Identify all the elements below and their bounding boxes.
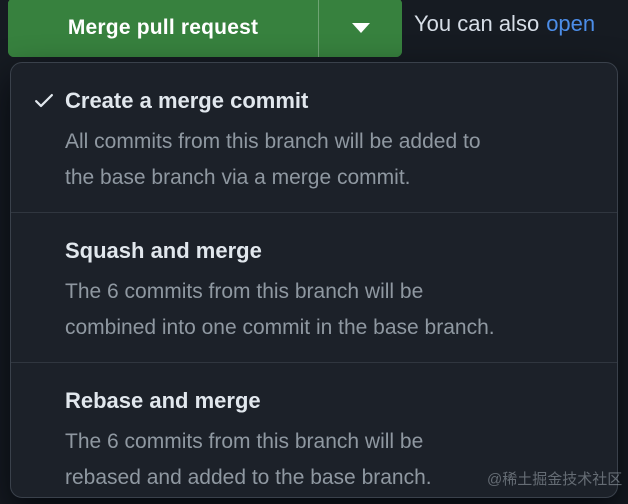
- option-title: Rebase and merge: [65, 388, 261, 413]
- menu-option-squash-and-merge[interactable]: Squash and merge The 6 commits from this…: [11, 212, 617, 362]
- option-description-line: rebased and added to the base branch.: [65, 466, 432, 489]
- merge-button-group: Merge pull request: [8, 0, 402, 57]
- merge-options-menu: Create a merge commit All commits from t…: [10, 62, 618, 498]
- merge-pull-request-button[interactable]: Merge pull request: [8, 0, 318, 57]
- check-icon: [32, 88, 56, 112]
- chevron-down-icon: [351, 22, 370, 33]
- option-title: Squash and merge: [65, 238, 262, 263]
- option-description-line: combined into one commit in the base bra…: [65, 316, 495, 339]
- option-description-line: The 6 commits from this branch will be: [65, 430, 424, 453]
- also-text-label: You can also: [414, 11, 540, 36]
- option-description-line: All commits from this branch will be add…: [65, 130, 481, 153]
- menu-option-create-merge-commit[interactable]: Create a merge commit All commits from t…: [11, 63, 617, 212]
- option-description-line: The 6 commits from this branch will be: [65, 280, 424, 303]
- merge-options-dropdown-button[interactable]: [318, 0, 402, 57]
- option-description: All commits from this branch will be add…: [65, 124, 591, 196]
- open-link[interactable]: open: [546, 11, 596, 36]
- menu-option-rebase-and-merge[interactable]: Rebase and merge The 6 commits from this…: [11, 362, 617, 497]
- option-description: The 6 commits from this branch will be r…: [65, 424, 591, 496]
- option-description-line: the base branch via a merge commit.: [65, 166, 411, 189]
- option-title: Create a merge commit: [65, 88, 309, 113]
- option-description: The 6 commits from this branch will be c…: [65, 274, 591, 346]
